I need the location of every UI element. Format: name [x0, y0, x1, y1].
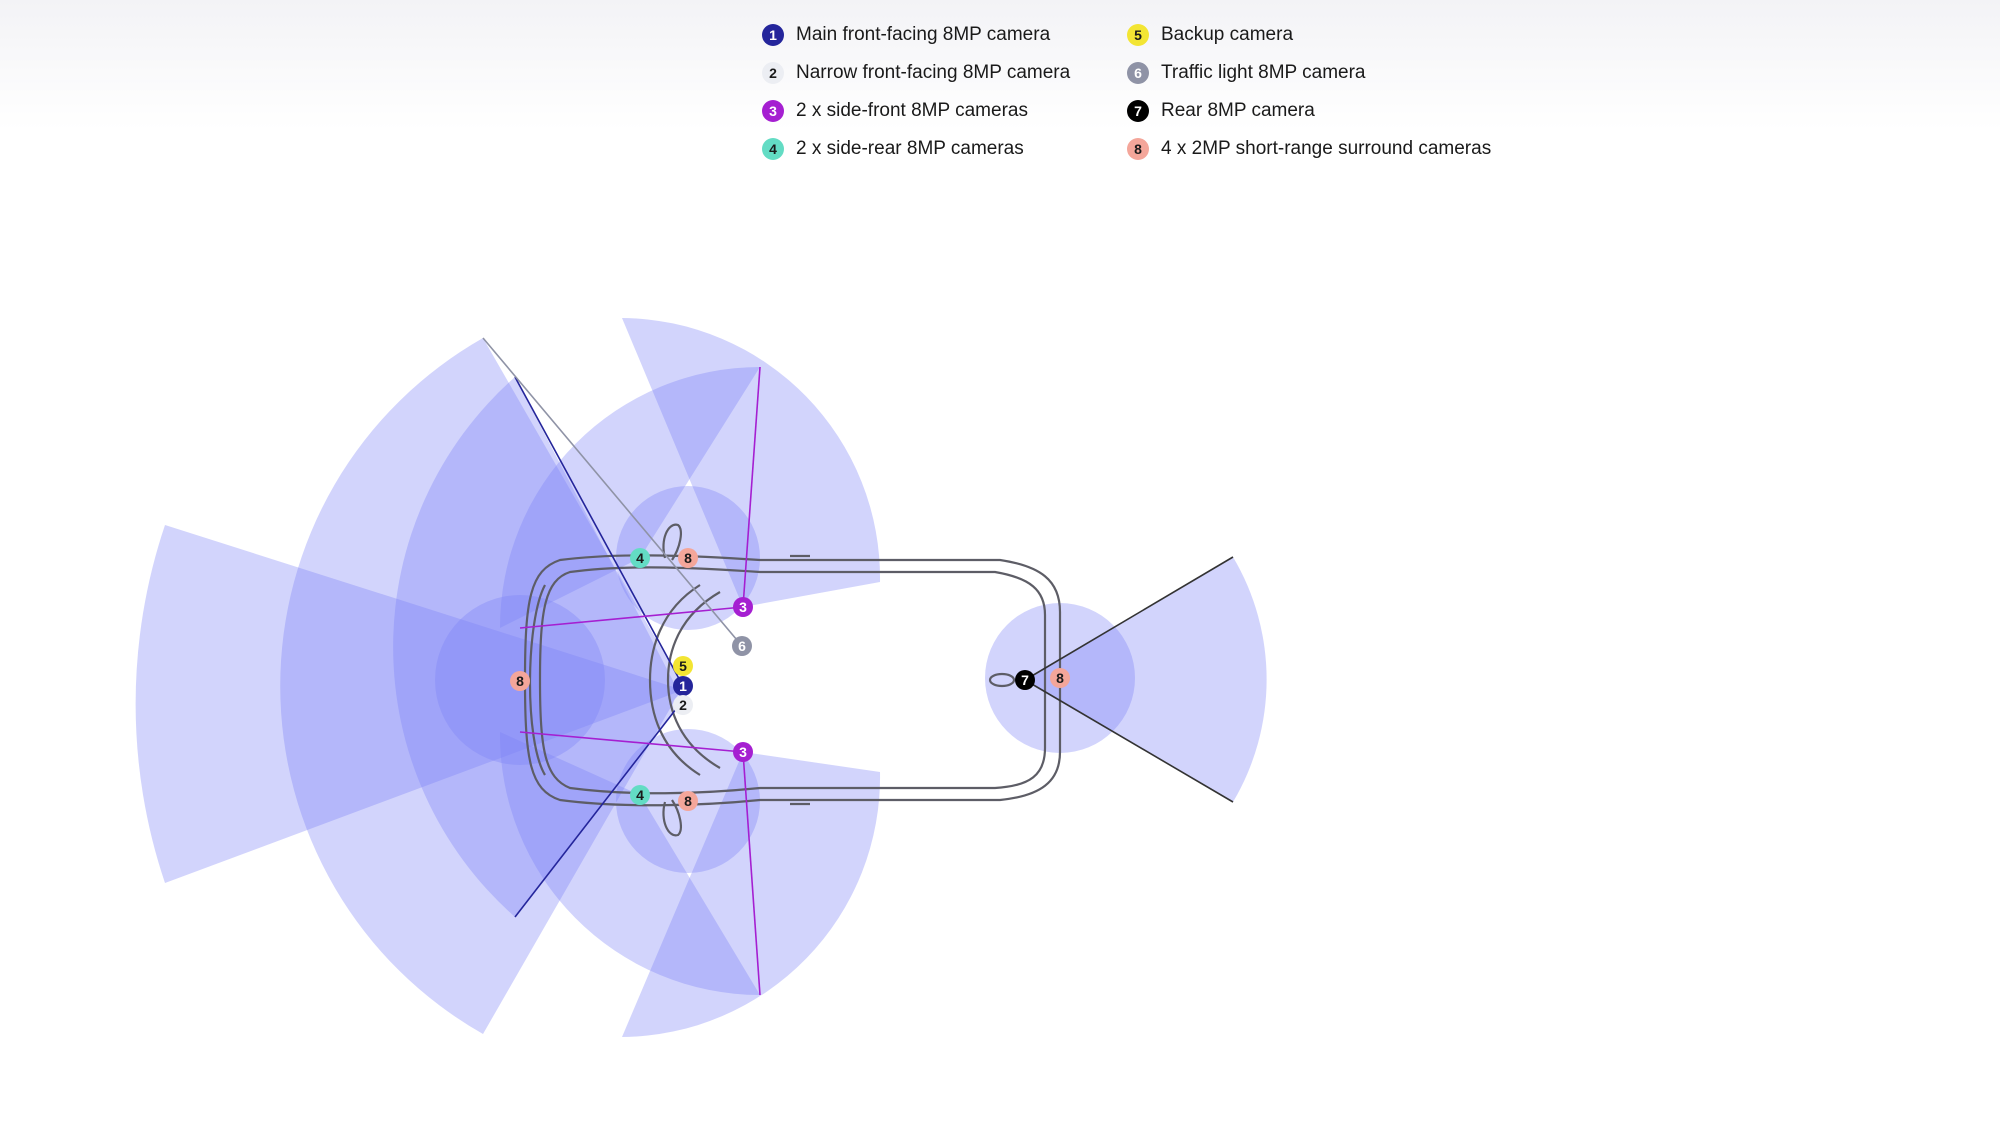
car-windshield-inner [666, 591, 721, 769]
sightline-rear-bottom [1024, 679, 1234, 803]
sightline-rear-top [1024, 556, 1234, 681]
car-windshield [648, 584, 701, 776]
marker-surround-rear: 8 [1050, 668, 1070, 688]
marker-number: 8 [516, 673, 524, 689]
marker-number: 6 [738, 638, 746, 654]
coverage-side-front-top [622, 318, 881, 607]
marker-number: 7 [1021, 672, 1029, 688]
legend-item-surround: 8 4 x 2MP short-range surround cameras [1127, 130, 1547, 168]
car-front-bumper [528, 584, 546, 776]
background-haze [0, 0, 2000, 130]
legend-badge: 3 [762, 100, 784, 122]
car-rear-handle [988, 672, 1016, 688]
marker-surround-bottom: 8 [678, 791, 698, 811]
marker-surround-top: 8 [678, 548, 698, 568]
marker-number: 2 [679, 697, 687, 713]
legend-label: Traffic light 8MP camera [1161, 62, 1366, 83]
legend-badge: 8 [1127, 138, 1149, 160]
legend-item-side-front: 3 2 x side-front 8MP cameras [762, 92, 1127, 130]
legend-badge: 1 [762, 24, 784, 46]
coverage-side-front-bottom [622, 752, 881, 1037]
marker-side-front-top: 3 [733, 597, 753, 617]
legend-item-traffic-light: 6 Traffic light 8MP camera [1127, 54, 1547, 92]
marker-number: 8 [684, 550, 692, 566]
sightline-main-front-lower [514, 699, 684, 918]
legend-item-main-front: 1 Main front-facing 8MP camera [762, 16, 1127, 54]
marker-rear: 7 [1015, 670, 1035, 690]
marker-traffic-light: 6 [732, 636, 752, 656]
marker-number: 8 [1056, 670, 1064, 686]
coverage-side-rear-bottom [499, 732, 760, 995]
marker-main-front: 1 [673, 676, 693, 696]
legend-label: Main front-facing 8MP camera [796, 24, 1051, 45]
camera-legend: 1 Main front-facing 8MP camera 5 Backup … [762, 16, 1547, 168]
car-mirror-top [662, 523, 682, 561]
marker-side-front-bottom: 3 [733, 742, 753, 762]
camera-markers: 4 8 3 6 5 1 2 8 [510, 548, 1070, 811]
coverage-fields [135, 318, 1267, 1037]
coverage-side-rear-top [499, 367, 760, 628]
coverage-narrow-front [393, 377, 683, 917]
legend-label: 2 x side-front 8MP cameras [796, 100, 1028, 121]
legend-item-rear: 7 Rear 8MP camera [1127, 92, 1547, 130]
coverage-traffic-light [135, 525, 684, 883]
sightline-side-front-bottom-inner [519, 731, 744, 753]
legend-label: 4 x 2MP short-range surround cameras [1161, 138, 1492, 159]
marker-number: 4 [636, 787, 644, 803]
marker-backup: 5 [673, 656, 693, 676]
legend-badge: 4 [762, 138, 784, 160]
sightlines [482, 337, 1234, 996]
marker-number: 4 [636, 550, 644, 566]
legend-label: 2 x side-rear 8MP cameras [796, 138, 1024, 159]
sightline-main-front [514, 376, 684, 687]
coverage-main-front [280, 338, 683, 1034]
legend-badge: 7 [1127, 100, 1149, 122]
marker-number: 3 [739, 599, 747, 615]
legend-item-narrow-front: 2 Narrow front-facing 8MP camera [762, 54, 1127, 92]
marker-side-rear-top: 4 [630, 548, 650, 568]
car-mirror-bottom [662, 799, 682, 837]
marker-number: 5 [679, 658, 687, 674]
sightline-side-front-bottom [742, 751, 761, 996]
legend-badge: 2 [762, 62, 784, 84]
marker-narrow-front: 2 [673, 695, 693, 715]
marker-number: 8 [684, 793, 692, 809]
marker-side-rear-bottom: 4 [630, 785, 650, 805]
marker-number: 3 [739, 744, 747, 760]
sightline-side-front-top [742, 366, 761, 608]
legend-badge: 5 [1127, 24, 1149, 46]
car-inner-line [538, 566, 1047, 795]
legend-label: Backup camera [1161, 24, 1294, 45]
legend-label: Rear 8MP camera [1161, 100, 1315, 121]
sightline-traffic-light [482, 337, 743, 647]
marker-surround-front: 8 [510, 671, 530, 691]
marker-number: 1 [679, 678, 687, 694]
sightline-side-front-top-inner [519, 606, 744, 629]
legend-item-backup: 5 Backup camera [1127, 16, 1547, 54]
coverage-rear-camera [1025, 557, 1267, 802]
legend-item-side-rear: 4 2 x side-rear 8MP cameras [762, 130, 1127, 168]
legend-label: Narrow front-facing 8MP camera [796, 62, 1071, 83]
legend-badge: 6 [1127, 62, 1149, 84]
